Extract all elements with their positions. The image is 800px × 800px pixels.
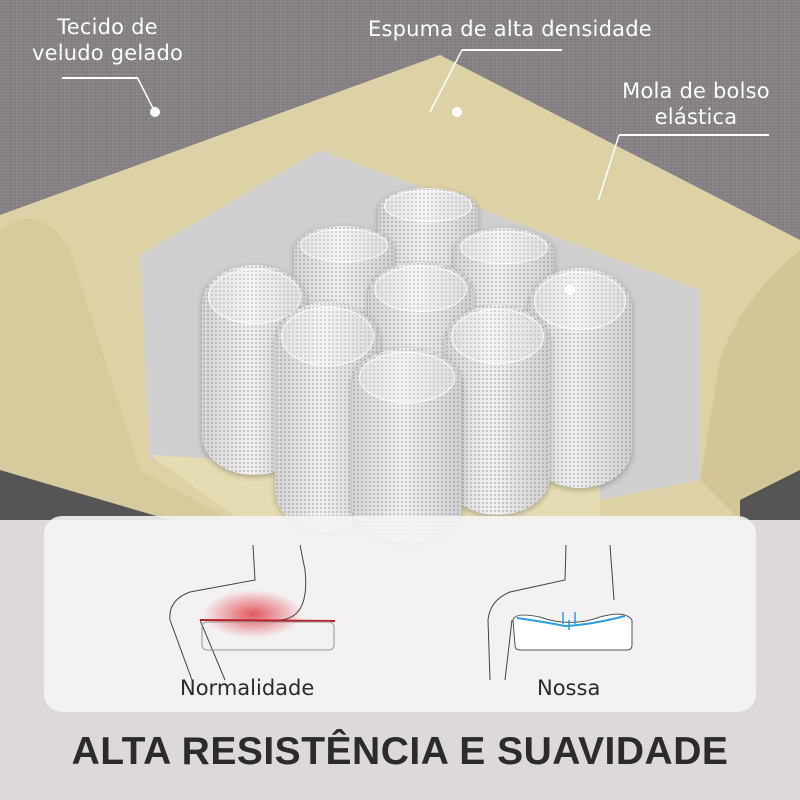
foam-label: Espuma de alta densidade: [368, 17, 652, 41]
normal-caption: Normalidade: [180, 676, 315, 700]
spring-label: Mola de bolso elástica: [622, 79, 770, 129]
spring-leader-line: [619, 134, 769, 136]
spring-marker: [565, 285, 575, 295]
pressure-point-icon: [203, 590, 303, 638]
foam-marker: [452, 107, 462, 117]
pocket-spring: [445, 305, 550, 515]
support-arrows-icon: [562, 612, 576, 630]
pocket-spring: [352, 348, 462, 543]
headline: ALTA RESISTÊNCIA E SUAVIDADE: [71, 730, 729, 773]
fabric-leader-line: [62, 77, 137, 79]
comparison-drawings: [169, 544, 633, 681]
fabric-marker: [150, 107, 160, 117]
fabric-label: Tecido de veludo gelado: [31, 15, 184, 65]
fabric-leader-diag: [136, 49, 620, 200]
foam-leader-line: [462, 49, 562, 51]
ours-caption: Nossa: [537, 676, 601, 700]
comparison-panel: [44, 516, 756, 712]
